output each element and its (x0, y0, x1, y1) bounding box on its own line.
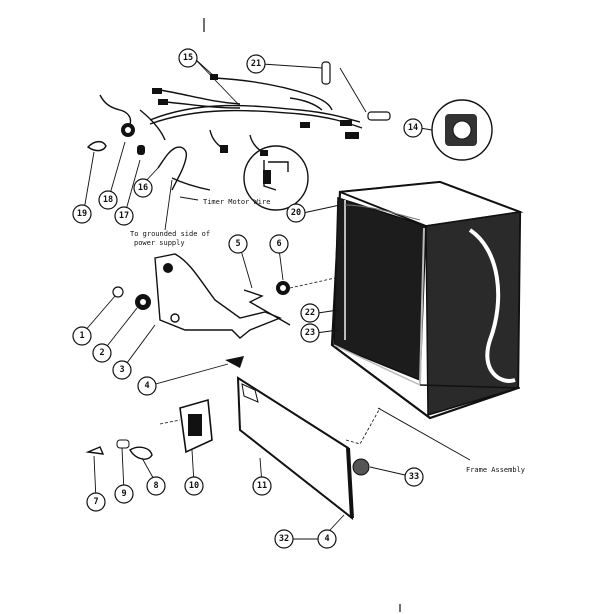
svg-text:2: 2 (99, 348, 104, 358)
svg-text:6: 6 (276, 239, 281, 249)
svg-text:4: 4 (324, 534, 329, 544)
timer-motor (431, 99, 493, 161)
svg-text:22: 22 (305, 308, 315, 318)
grounded-note-line2: power supply (134, 239, 185, 247)
bottom-panel (236, 376, 381, 521)
svg-text:20: 20 (291, 208, 301, 218)
leader-lines (83, 57, 471, 540)
callout-33: 33 (404, 467, 424, 487)
svg-text:7: 7 (93, 497, 98, 507)
callout-19: 19 (72, 204, 92, 224)
callout-17: 17 (114, 206, 134, 226)
callout-23: 23 (300, 323, 320, 343)
svg-text:23: 23 (305, 328, 315, 338)
callout-9: 9 (114, 484, 134, 504)
mounting-bracket (154, 253, 282, 339)
callout-5: 5 (228, 234, 248, 254)
svg-text:15: 15 (183, 53, 193, 63)
svg-text:16: 16 (138, 183, 148, 193)
svg-text:4: 4 (144, 381, 149, 391)
callout-4-panel: 4 (317, 529, 337, 549)
svg-text:33: 33 (409, 472, 419, 482)
svg-text:5: 5 (235, 239, 240, 249)
svg-text:11: 11 (257, 481, 267, 491)
grounded-note-line1: To grounded side of (130, 230, 210, 238)
frame-assembly (330, 180, 524, 420)
switch-detail (243, 145, 309, 211)
rod-and-nut (243, 277, 336, 326)
svg-text:32: 32 (279, 534, 289, 544)
callout-21: 21 (246, 54, 266, 74)
callout-32: 32 (274, 529, 294, 549)
svg-text:18: 18 (103, 195, 113, 205)
frame-assembly-label: Frame Assembly (466, 466, 525, 474)
timer-motor-wire-label: Timer Motor Wire (203, 198, 270, 206)
callout-3: 3 (112, 360, 132, 380)
callout-4-bracket: 4 (137, 376, 157, 396)
callout-2: 2 (92, 343, 112, 363)
callout-7: 7 (86, 492, 106, 512)
callout-11: 11 (252, 476, 272, 496)
small-hardware (85, 286, 244, 460)
wire-harness (99, 61, 391, 156)
svg-text:8: 8 (153, 481, 158, 491)
callout-20: 20 (286, 203, 306, 223)
callout-1: 1 (72, 326, 92, 346)
callout-6: 6 (269, 234, 289, 254)
svg-text:17: 17 (119, 211, 129, 221)
svg-text:21: 21 (251, 59, 261, 69)
callout-22: 22 (300, 303, 320, 323)
callout-16: 16 (133, 178, 153, 198)
switch-plate (159, 398, 213, 454)
svg-text:14: 14 (408, 123, 418, 133)
svg-text:19: 19 (77, 209, 87, 219)
svg-text:3: 3 (119, 365, 124, 375)
callout-14: 14 (403, 118, 423, 138)
callout-18: 18 (98, 190, 118, 210)
callout-15: 15 (178, 48, 198, 68)
svg-text:10: 10 (189, 481, 199, 491)
callout-10: 10 (184, 476, 204, 496)
terminal-parts (86, 123, 211, 191)
svg-text:9: 9 (121, 489, 126, 499)
callout-8: 8 (146, 476, 166, 496)
svg-text:1: 1 (79, 331, 84, 341)
